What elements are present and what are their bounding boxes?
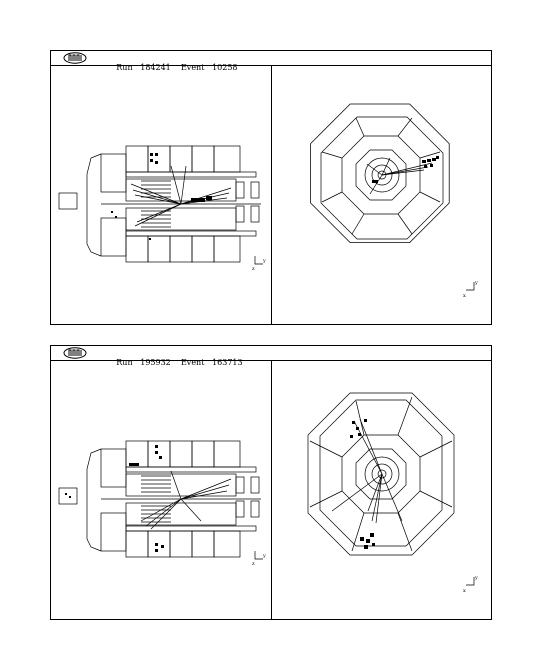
event-display-panel-2: Run 195932 Event 163713 (50, 345, 492, 620)
end-view-drawing-1: y x (310, 103, 478, 299)
run-number: 195932 (140, 358, 171, 367)
axis-indicator-icon (466, 282, 475, 291)
experiment-logo-icon (63, 347, 87, 359)
run-number: 184241 (140, 63, 171, 72)
axis-z-label: z (252, 561, 255, 567)
axis-z-label: z (252, 266, 255, 272)
axis-x-label: x (463, 293, 466, 299)
end-view-2: y x (272, 361, 491, 619)
axis-indicator-icon (254, 551, 263, 560)
event-display-panel-1: Run 184241 Event 10258 (50, 50, 492, 325)
axis-x-label: x (463, 588, 466, 594)
side-view-2: y z (51, 361, 272, 619)
side-view-1: y z (51, 66, 272, 324)
axis-y-label: y (474, 575, 478, 581)
side-view-drawing-1: y z (58, 145, 266, 272)
axis-y-label: y (262, 553, 266, 559)
event-label: Event (180, 63, 205, 72)
axis-y-label: y (474, 280, 478, 286)
run-label: Run (116, 358, 133, 367)
axis-indicator-icon (466, 577, 475, 586)
event-number: 163713 (212, 358, 243, 367)
experiment-logo-icon (63, 52, 87, 64)
axis-y-label: y (262, 258, 266, 264)
side-view-drawing-2: y z (58, 440, 266, 567)
event-header-2: Run 195932 Event 163713 (51, 346, 491, 367)
run-label: Run (116, 63, 133, 72)
end-view-1: y x (272, 66, 491, 324)
end-view-drawing-2: y x (307, 392, 478, 594)
axis-indicator-icon (254, 256, 263, 265)
event-header-1: Run 184241 Event 10258 (51, 51, 491, 72)
event-label: Event (180, 358, 205, 367)
event-number: 10258 (212, 63, 238, 72)
